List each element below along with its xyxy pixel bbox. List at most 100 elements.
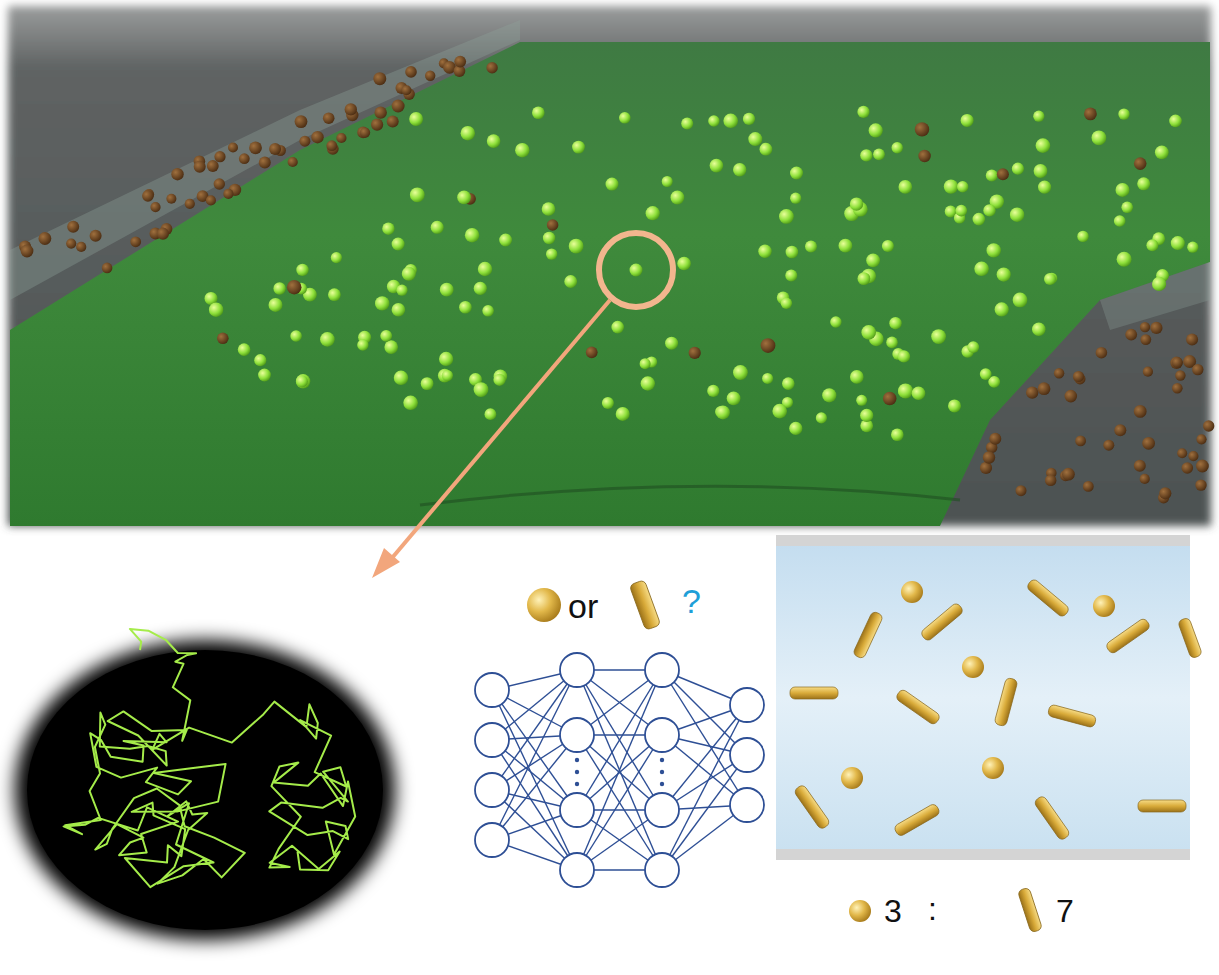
particle <box>323 112 335 124</box>
particle <box>288 157 298 167</box>
particle <box>785 269 797 281</box>
particle <box>689 347 701 359</box>
particle <box>287 280 302 295</box>
particle <box>646 206 660 220</box>
particle <box>474 282 487 295</box>
particle <box>328 288 341 301</box>
particle <box>296 264 308 276</box>
particle <box>425 71 435 81</box>
particle <box>90 230 102 242</box>
particle <box>1187 242 1198 253</box>
particle <box>67 221 79 233</box>
rod-particle <box>852 611 883 660</box>
particle <box>442 370 453 381</box>
particle <box>166 194 176 204</box>
particle <box>1114 215 1126 227</box>
particle <box>371 119 383 131</box>
rod-particle <box>994 677 1018 726</box>
particle <box>973 213 986 226</box>
particle <box>816 412 827 423</box>
particle <box>1172 357 1183 368</box>
particle <box>102 263 113 274</box>
particle <box>1038 181 1051 194</box>
nn-neuron <box>645 793 679 827</box>
particle <box>708 115 719 126</box>
rod-particle <box>1033 795 1070 841</box>
particle <box>858 272 871 285</box>
nn-ellipsis <box>575 782 579 786</box>
particle <box>710 159 724 173</box>
rod-particle <box>1138 800 1186 812</box>
particle <box>375 296 389 310</box>
particle <box>1125 329 1137 341</box>
channel-wall <box>776 535 1190 546</box>
channel-wall <box>10 20 520 300</box>
particle <box>431 221 444 234</box>
particle <box>239 153 250 164</box>
particle <box>983 451 995 463</box>
sphere-particle <box>841 767 863 789</box>
particle <box>781 298 792 309</box>
particle <box>130 236 141 247</box>
particle <box>515 143 529 157</box>
particle <box>915 122 929 136</box>
particle <box>743 113 755 125</box>
rod-particle <box>790 687 838 699</box>
particle <box>822 388 836 402</box>
nn-neuron <box>645 853 679 887</box>
particle <box>546 248 557 259</box>
particle <box>1159 487 1171 499</box>
particle <box>1033 111 1044 122</box>
particle <box>640 358 651 369</box>
particle <box>861 325 876 340</box>
rod-particle <box>793 784 830 830</box>
particle <box>681 118 693 130</box>
rod-particle <box>793 784 830 830</box>
particle <box>619 112 631 124</box>
particle <box>1121 202 1133 214</box>
particle <box>948 399 961 412</box>
particle <box>572 141 585 154</box>
rod-particle <box>790 687 838 699</box>
particle <box>630 264 643 277</box>
particle <box>727 391 741 405</box>
particle <box>1143 367 1153 377</box>
particle <box>733 365 748 380</box>
particle <box>830 316 841 327</box>
particle <box>439 352 453 366</box>
particle <box>461 126 475 140</box>
particle <box>1026 386 1038 398</box>
particle <box>723 114 738 129</box>
particle <box>402 267 416 281</box>
rod-particle <box>1105 617 1151 654</box>
particle <box>1177 448 1187 458</box>
particle <box>1083 481 1094 492</box>
particle <box>409 112 423 126</box>
nn-neuron <box>645 718 679 752</box>
nn-neuron <box>475 723 509 757</box>
nn-neuron <box>475 823 509 857</box>
particle <box>997 168 1009 180</box>
particle <box>1146 239 1158 251</box>
particle <box>1034 164 1048 178</box>
particle-trajectory <box>64 629 356 887</box>
particle <box>394 371 408 385</box>
rod-particle <box>895 688 941 725</box>
nn-ellipsis <box>660 782 664 786</box>
question-mark: ? <box>682 584 701 618</box>
zoom-arrow <box>392 300 610 558</box>
particle <box>986 169 998 181</box>
particle <box>790 167 803 180</box>
particle <box>402 85 412 95</box>
particle <box>1188 451 1198 461</box>
particle <box>474 382 489 397</box>
particle <box>360 127 370 137</box>
particle <box>997 268 1011 282</box>
particle <box>171 168 183 180</box>
rod-particle <box>852 611 883 660</box>
particle <box>478 262 492 276</box>
particle <box>185 199 195 209</box>
particle <box>1077 231 1088 242</box>
particle <box>1096 347 1108 359</box>
particle <box>1116 183 1130 197</box>
